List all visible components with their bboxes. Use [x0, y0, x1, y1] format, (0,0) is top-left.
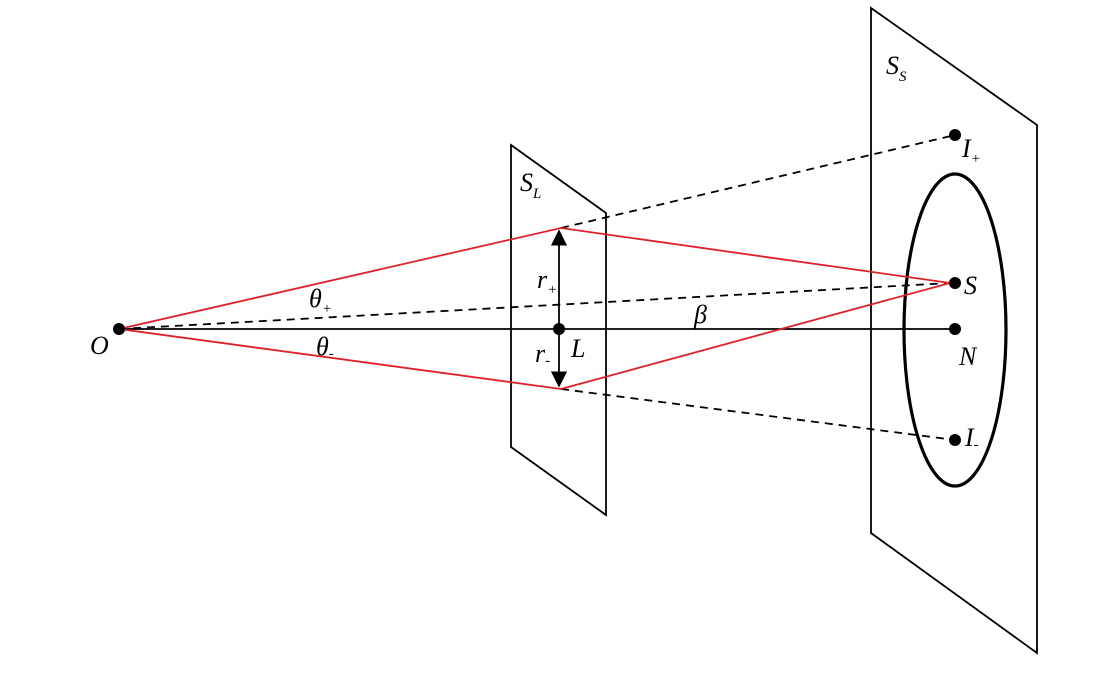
- lens-point: [553, 323, 565, 335]
- light-ray-upper: [118, 227, 951, 330]
- label-lens: L: [570, 334, 585, 363]
- source-plane: [870, 6, 1038, 655]
- image-minus-point: [949, 434, 961, 446]
- label-beta: β: [693, 300, 707, 329]
- einstein-ring: [902, 172, 1008, 488]
- sight-line-image-minus: [560, 388, 956, 441]
- label-source-plane: SS: [886, 51, 907, 85]
- sight-line-image-plus: [560, 134, 956, 229]
- label-r-minus: r-: [535, 339, 550, 369]
- label-image-plus: I+: [961, 134, 981, 167]
- axis-point-n: [949, 323, 961, 335]
- label-r-plus: r+: [537, 265, 557, 298]
- label-theta-minus: θ-: [316, 332, 334, 362]
- observer-point: [113, 323, 125, 335]
- label-theta-plus: θ+: [309, 284, 332, 317]
- label-image-minus: I-: [964, 423, 979, 453]
- label-lens-plane: SL: [520, 168, 541, 202]
- light-ray-lower: [118, 282, 951, 390]
- lens-plane: [510, 143, 607, 517]
- label-axis-point-n: N: [958, 342, 978, 371]
- source-point: [949, 277, 961, 289]
- label-observer: O: [90, 331, 109, 360]
- sight-line-source: [118, 282, 951, 330]
- label-source: S: [964, 271, 977, 300]
- image-plus-point: [949, 129, 961, 141]
